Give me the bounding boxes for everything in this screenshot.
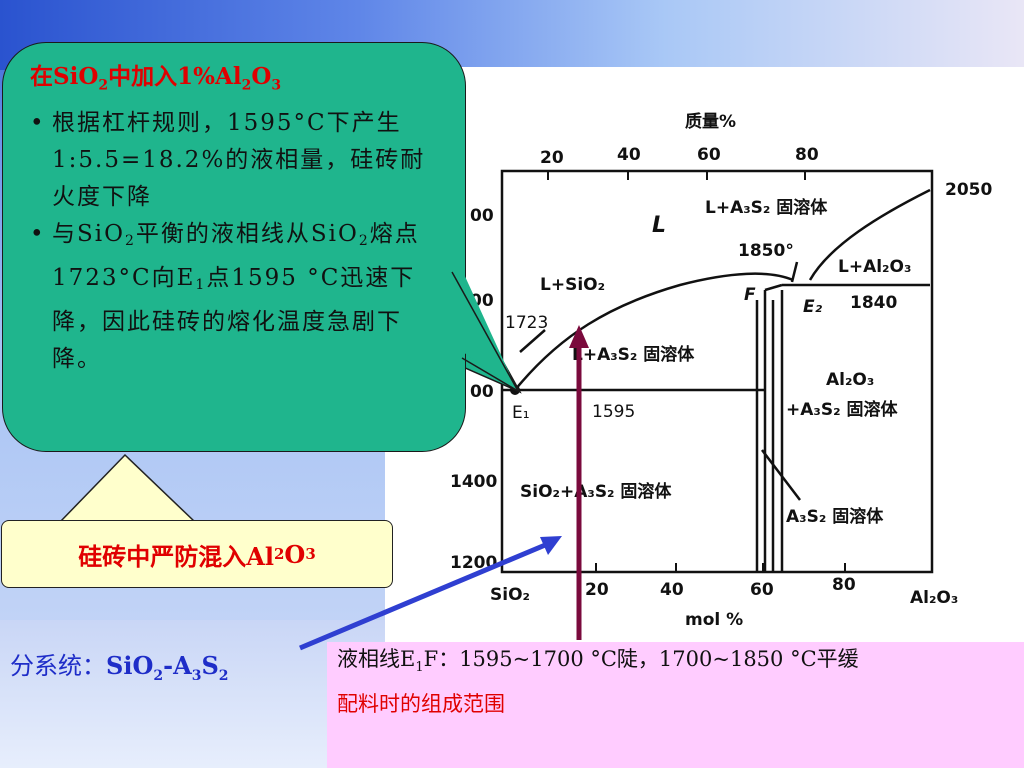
top-tick-20: 20 <box>540 148 564 168</box>
callout-content: 在SiO2中加入1%Al2O3 • 根据杠杆规则，1595°C下产生1:5.5=… <box>30 58 450 378</box>
temp-2050: 2050 <box>945 180 992 200</box>
leader-1850 <box>790 261 799 283</box>
bottom-right-label: Al₂O₃ <box>910 588 958 608</box>
top-tick-60: 60 <box>697 145 721 165</box>
label-l-a3s2: L+A₃S₂ 固溶体 <box>705 197 828 218</box>
temp-1595: 1595 <box>592 402 635 422</box>
leader-1723 <box>519 329 546 353</box>
bottom-tick-80: 80 <box>832 575 856 595</box>
left-bottom-panel <box>0 620 385 768</box>
callout-title: 在SiO2中加入1%Al2O3 <box>30 63 282 94</box>
note-box: 液相线E1F：1595~1700 °C陡，1700~1850 °C平缓 配料时的… <box>327 642 1024 768</box>
bottom-tick-60: 60 <box>750 580 774 600</box>
label-e1: E₁ <box>512 403 530 423</box>
y-label-c: 00 <box>470 382 494 402</box>
label-l: L <box>652 213 666 238</box>
label-al2o3-region-1: Al₂O₃ <box>826 370 874 390</box>
label-f: F <box>744 285 756 305</box>
composition-arrow <box>569 325 589 640</box>
temp-1723: 1723 <box>505 313 548 333</box>
label-l-al2o3: L+Al₂O₃ <box>838 257 911 277</box>
top-tick-40: 40 <box>617 145 641 165</box>
bottom-tick-40: 40 <box>660 580 684 600</box>
label-e2: E₂ <box>803 297 823 317</box>
callout-tail-cover <box>451 271 519 392</box>
subsystem-label: 分系统：SiO2-A3S2 <box>10 651 229 684</box>
yellow-tail <box>58 453 197 523</box>
callout-bullet-1: • 根据杠杆规则，1595°C下产生1:5.5=18.2%的液相量，硅砖耐火度下… <box>30 109 426 210</box>
bottom-left-label: SiO₂ <box>490 585 530 605</box>
info-callout <box>2 42 466 452</box>
bottom-axis-title: mol % <box>685 610 743 630</box>
label-a3s2-ss: A₃S₂ 固溶体 <box>786 506 884 527</box>
label-sio2-a3s2: SiO₂+A₃S₂ 固溶体 <box>520 481 672 502</box>
y-label-1400: 1400 <box>450 472 497 492</box>
liquidus-e1-f <box>514 272 794 391</box>
y-label-a: 00 <box>470 206 494 226</box>
label-l-sio2: L+SiO₂ <box>540 275 605 295</box>
top-axis-title: 质量% <box>685 111 736 132</box>
callout-bullet-2: • 与SiO2平衡的液相线从SiO2熔点1723°C向E1点1595 °C迅速下… <box>30 220 420 372</box>
temp-1850: 1850° <box>738 241 794 261</box>
temp-1840: 1840 <box>850 293 897 313</box>
liquidus-al2o3 <box>808 188 931 281</box>
top-tick-80: 80 <box>795 145 819 165</box>
bottom-tick-20: 20 <box>585 580 609 600</box>
eutectic-1840 <box>764 283 783 292</box>
leader-a3s2 <box>761 449 801 501</box>
subsystem-arrow <box>299 536 562 651</box>
label-al2o3-region-2: +A₃S₂ 固溶体 <box>786 399 898 420</box>
note-liquidus: 液相线E1F：1595~1700 °C陡，1700~1850 °C平缓 <box>337 647 859 676</box>
note-composition-range: 配料时的组成范围 <box>337 692 505 717</box>
label-l-a3s2-lower: L+A₃S₂ 固溶体 <box>572 344 695 365</box>
